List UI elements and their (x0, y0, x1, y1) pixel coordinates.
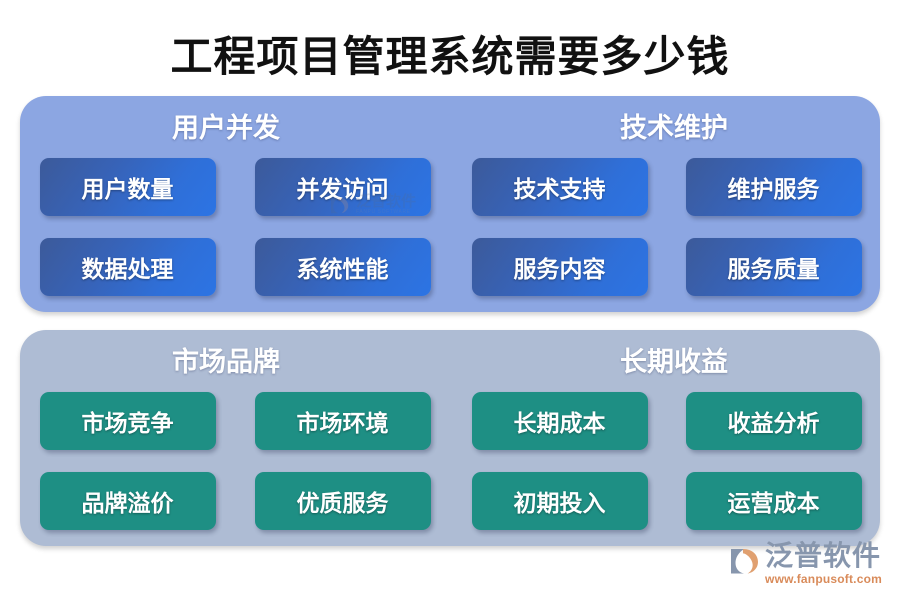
tile-maintenance-service[interactable]: 维护服务 (685, 158, 862, 216)
panel-bottom: 市场品牌 长期收益 市场竞争 市场环境 长期成本 收益分析 品 (20, 330, 880, 546)
tile-cell: 服务质量 (665, 232, 880, 302)
tile-cell: 市场竞争 (20, 386, 235, 456)
tile-cell: 运营成本 (665, 466, 880, 536)
page-title: 工程项目管理系统需要多少钱 (170, 35, 730, 81)
tile-cell: 品牌溢价 (20, 466, 235, 536)
group-header-market-brand: 市场品牌 (172, 347, 280, 377)
tile-cell: 服务内容 (450, 232, 665, 302)
tile-brand-premium[interactable]: 品牌溢价 (39, 472, 216, 530)
tile-cell: 初期投入 (450, 466, 665, 536)
group-header-row-bottom: 市场品牌 长期收益 (20, 340, 880, 384)
tile-cell: 维护服务 (665, 152, 880, 222)
tile-cell: 用户数量 (20, 152, 235, 222)
tile-service-content[interactable]: 服务内容 (471, 238, 648, 296)
panel-top: 用户并发 技术维护 用户数量 并发访问 技术支持 维护服务 数 (20, 96, 880, 312)
brand-url[interactable]: www.fanpusoft.com (765, 572, 882, 586)
group-header-tech-maintenance: 技术维护 (620, 113, 728, 143)
tile-cell: 长期成本 (450, 386, 665, 456)
brand-logo[interactable]: 泛普软件 www.fanpusoft.com (728, 542, 882, 588)
fanpu-logo-icon (728, 544, 762, 578)
tile-quality-service[interactable]: 优质服务 (254, 472, 431, 530)
tile-row: 用户数量 并发访问 技术支持 维护服务 (20, 152, 880, 222)
brand-name: 泛普软件 (765, 541, 882, 572)
tile-concurrent-access[interactable]: 并发访问 (254, 158, 431, 216)
tile-market-environment[interactable]: 市场环境 (254, 392, 431, 450)
tile-revenue-analysis[interactable]: 收益分析 (685, 392, 862, 450)
tile-row: 数据处理 系统性能 服务内容 服务质量 (20, 232, 880, 302)
tile-grid-top: 用户数量 并发访问 技术支持 维护服务 数据处理 系统性能 (20, 152, 880, 302)
tile-row: 品牌溢价 优质服务 初期投入 运营成本 (20, 466, 880, 536)
tile-system-performance[interactable]: 系统性能 (254, 238, 431, 296)
tile-initial-investment[interactable]: 初期投入 (471, 472, 648, 530)
tile-grid-bottom: 市场竞争 市场环境 长期成本 收益分析 品牌溢价 优质服务 (20, 386, 880, 536)
group-header-long-term-return: 长期收益 (620, 347, 728, 377)
tile-tech-support[interactable]: 技术支持 (471, 158, 648, 216)
tile-cell: 技术支持 (450, 152, 665, 222)
tile-user-count[interactable]: 用户数量 (39, 158, 216, 216)
tile-service-quality[interactable]: 服务质量 (685, 238, 862, 296)
tile-row: 市场竞争 市场环境 长期成本 收益分析 (20, 386, 880, 456)
tile-cell: 市场环境 (235, 386, 450, 456)
brand-text: 泛普软件 www.fanpusoft.com (765, 541, 882, 587)
tile-long-term-cost[interactable]: 长期成本 (471, 392, 648, 450)
group-header-row-top: 用户并发 技术维护 (20, 106, 880, 150)
tile-market-competition[interactable]: 市场竞争 (39, 392, 216, 450)
tile-cell: 收益分析 (665, 386, 880, 456)
tile-data-processing[interactable]: 数据处理 (39, 238, 216, 296)
tile-cell: 优质服务 (235, 466, 450, 536)
tile-cell: 数据处理 (20, 232, 235, 302)
group-header-user-concurrency: 用户并发 (172, 113, 280, 143)
tile-cell: 系统性能 (235, 232, 450, 302)
tile-operating-cost[interactable]: 运营成本 (685, 472, 862, 530)
tile-cell: 并发访问 (235, 152, 450, 222)
